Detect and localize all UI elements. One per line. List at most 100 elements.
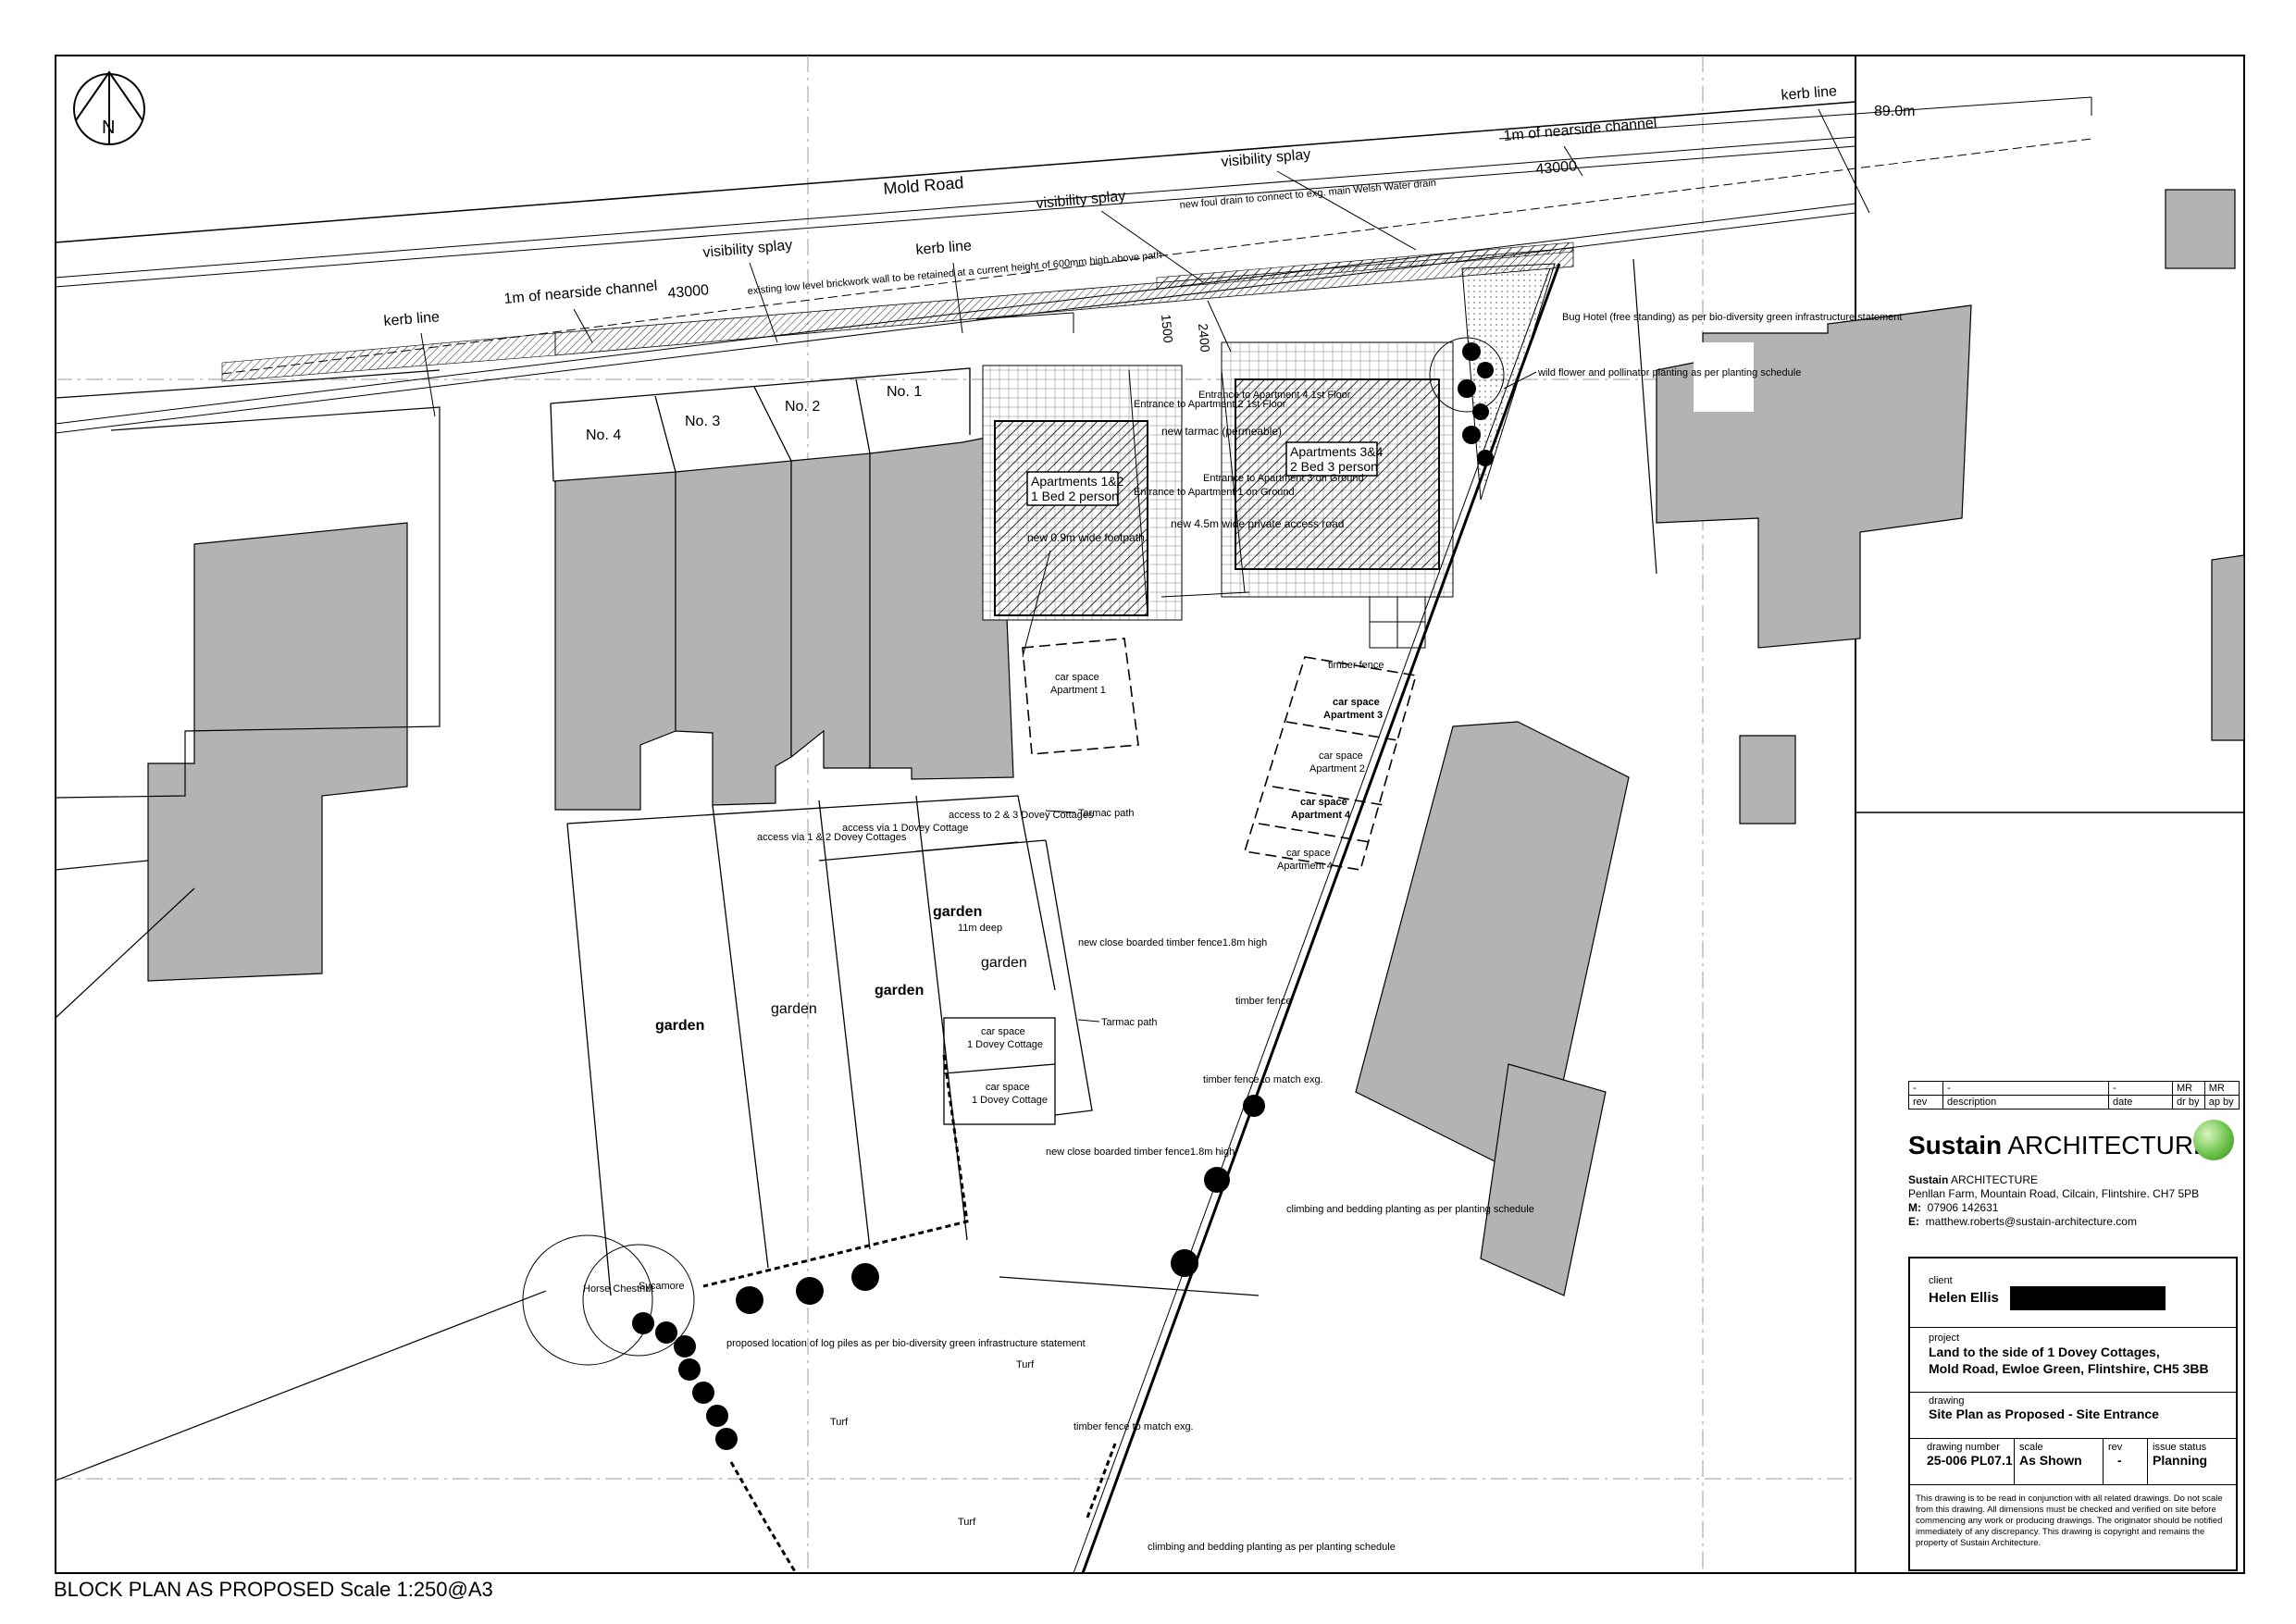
log-piles-note: proposed location of log piles as per bi… bbox=[726, 1338, 1086, 1349]
apt12-line2: 1 Bed 2 person bbox=[1031, 489, 1119, 503]
splay-distance-right: 43000 bbox=[1535, 158, 1578, 178]
rev-head: rev bbox=[1908, 1095, 1943, 1110]
scale-label: scale bbox=[2019, 1442, 2043, 1453]
turf-1: Turf bbox=[1016, 1359, 1035, 1370]
practice-address: Penllan Farm, Mountain Road, Cilcain, Fl… bbox=[1908, 1187, 2200, 1200]
client-name: Helen Ellis bbox=[1929, 1290, 1999, 1307]
visibility-splay-label-1: visibility splay bbox=[702, 238, 793, 261]
drawing-cell: drawing Site Plan as Proposed - Site Ent… bbox=[1929, 1395, 2159, 1421]
garden-1: garden bbox=[655, 1018, 704, 1034]
footer-title: BLOCK PLAN AS PROPOSED Scale 1:250@A3 bbox=[54, 1578, 493, 1601]
nearside-left: 1m of nearside channel bbox=[503, 279, 658, 307]
house-no4: No. 4 bbox=[586, 428, 621, 443]
mobile-label: M: bbox=[1908, 1201, 1921, 1214]
entrance-2-label: Entrance to Apartment 2 1st Floor bbox=[1134, 399, 1286, 410]
apt12-line1: Apartments 1&2 bbox=[1031, 474, 1124, 489]
rev-cell-tb: rev - bbox=[2108, 1442, 2122, 1468]
hedges bbox=[702, 1054, 1117, 1574]
timber-fence-match-1: timber fence to match exg. bbox=[1203, 1074, 1323, 1085]
visibility-splay-label-2: visibility splay bbox=[1036, 189, 1126, 212]
sycamore-label: Sycamore bbox=[639, 1281, 685, 1292]
project-cell: project Land to the side of 1 Dovey Cott… bbox=[1929, 1333, 2209, 1377]
wild-flower-note: wild flower and pollinator planting as p… bbox=[1537, 367, 1801, 378]
drawing-label: drawing bbox=[1929, 1395, 1965, 1407]
entrance-1-label: Entrance to Apartment 1 on Ground bbox=[1134, 487, 1295, 498]
climbing-2: climbing and bedding planting as per pla… bbox=[1148, 1542, 1396, 1553]
revision-table: - - - MR MR rev description date dr by a… bbox=[1908, 1081, 2240, 1110]
apartments-1-2-block bbox=[994, 420, 1148, 616]
house-no1: No. 1 bbox=[887, 384, 922, 400]
tree-canopies bbox=[522, 337, 1505, 1366]
house-numbers: No. 4 No. 3 No. 2 No. 1 bbox=[586, 384, 922, 443]
grid-lines bbox=[56, 56, 1855, 1573]
project-line-2: Mold Road, Ewloe Green, Flintshire, CH5 … bbox=[1929, 1361, 2209, 1376]
client-cell: client Helen Ellis bbox=[1929, 1275, 2166, 1310]
kerb-line-left: kerb line bbox=[383, 309, 441, 329]
rev-cell: - bbox=[1908, 1081, 1943, 1096]
client-label: client bbox=[1929, 1275, 1953, 1286]
horse-chestnut-label: Horse Chestnut bbox=[583, 1283, 653, 1295]
shrubs bbox=[632, 342, 1494, 1450]
titleblock-border bbox=[1855, 55, 2245, 1574]
status-cell: issue status Planning bbox=[2153, 1442, 2207, 1468]
garden-3: garden bbox=[875, 983, 924, 998]
practice-logo: Sustain ARCHITECTURE bbox=[1908, 1131, 2211, 1160]
drby-cell: MR bbox=[2172, 1081, 2205, 1096]
house-no2: No. 2 bbox=[785, 399, 820, 415]
drawing-title: Site Plan as Proposed - Site Entrance bbox=[1929, 1407, 2159, 1421]
access-12-note: access via 1 & 2 Dovey Cottages bbox=[757, 832, 907, 843]
close-boarded-2: new close boarded timber fence1.8m high bbox=[1046, 1147, 1235, 1158]
number-cell: drawing number 25-006 PL07.1 bbox=[1927, 1442, 2013, 1468]
access-1-note: access via 1 Dovey Cottage bbox=[842, 823, 968, 834]
house-no3: No. 3 bbox=[685, 414, 720, 429]
drby-head: dr by bbox=[2172, 1095, 2205, 1110]
timber-fence-match-2: timber fence to match exg. bbox=[1074, 1421, 1194, 1432]
project-line-1: Land to the side of 1 Dovey Cottages, bbox=[1929, 1345, 2160, 1359]
logo-icon bbox=[2193, 1120, 2234, 1160]
garden-depth: 11m deep bbox=[958, 923, 1002, 934]
existing-buildings bbox=[147, 189, 2245, 1296]
car-spaces bbox=[1022, 638, 1418, 871]
nearside-right: 1m of nearside channel bbox=[1503, 116, 1657, 144]
new-tarmac-label: new tarmac (permeable) bbox=[1161, 425, 1282, 438]
turf-2: Turf bbox=[830, 1417, 849, 1428]
desc-head: description bbox=[1942, 1095, 2109, 1110]
practice-email: matthew.roberts@sustain-architecture.com bbox=[1925, 1215, 2137, 1228]
road-level: 89.0m bbox=[1874, 104, 1915, 119]
practice-name-bold: Sustain bbox=[1908, 1173, 1949, 1186]
desc-cell: - bbox=[1942, 1081, 2109, 1096]
climbing-1: climbing and bedding planting as per pla… bbox=[1286, 1204, 1534, 1215]
kerb-line-mid: kerb line bbox=[915, 238, 973, 258]
brand-bold: Sustain bbox=[1908, 1131, 2003, 1159]
date-cell: - bbox=[2108, 1081, 2173, 1096]
development-site bbox=[975, 263, 1556, 649]
number-label: drawing number bbox=[1927, 1442, 2000, 1453]
drawing-number: 25-006 PL07.1 bbox=[1927, 1453, 2013, 1468]
apartment-labels: Apartments 1&2 1 Bed 2 person Apartments… bbox=[1026, 441, 1384, 506]
status-label: issue status bbox=[2153, 1442, 2207, 1453]
turf-3: Turf bbox=[958, 1517, 976, 1528]
access-road-label: new 4.5m wide private access road bbox=[1171, 517, 1344, 530]
footpath-label: new 0.9m wide footpath bbox=[1027, 531, 1145, 544]
project-label: project bbox=[1929, 1333, 1960, 1344]
practice-name-rest: ARCHITECTURE bbox=[1948, 1173, 2039, 1186]
email-label: E: bbox=[1908, 1215, 1919, 1228]
apby-cell: MR bbox=[2203, 1081, 2240, 1096]
redaction-bar bbox=[2010, 1286, 2166, 1310]
practice-details: Sustain ARCHITECTURE Penllan Farm, Mount… bbox=[1908, 1173, 2199, 1229]
apt34-line2: 2 Bed 3 person bbox=[1290, 459, 1378, 474]
timber-fence-1: timber fence bbox=[1328, 660, 1384, 671]
dim-1500: 1500 bbox=[1159, 314, 1176, 344]
brand-rest: ARCHITECTURE bbox=[2002, 1131, 2211, 1159]
apt34-line1: Apartments 3&4 bbox=[1290, 444, 1384, 459]
title-block: client Helen Ellis project Land to the s… bbox=[1908, 1257, 2238, 1571]
garden-2: garden bbox=[771, 1001, 817, 1017]
